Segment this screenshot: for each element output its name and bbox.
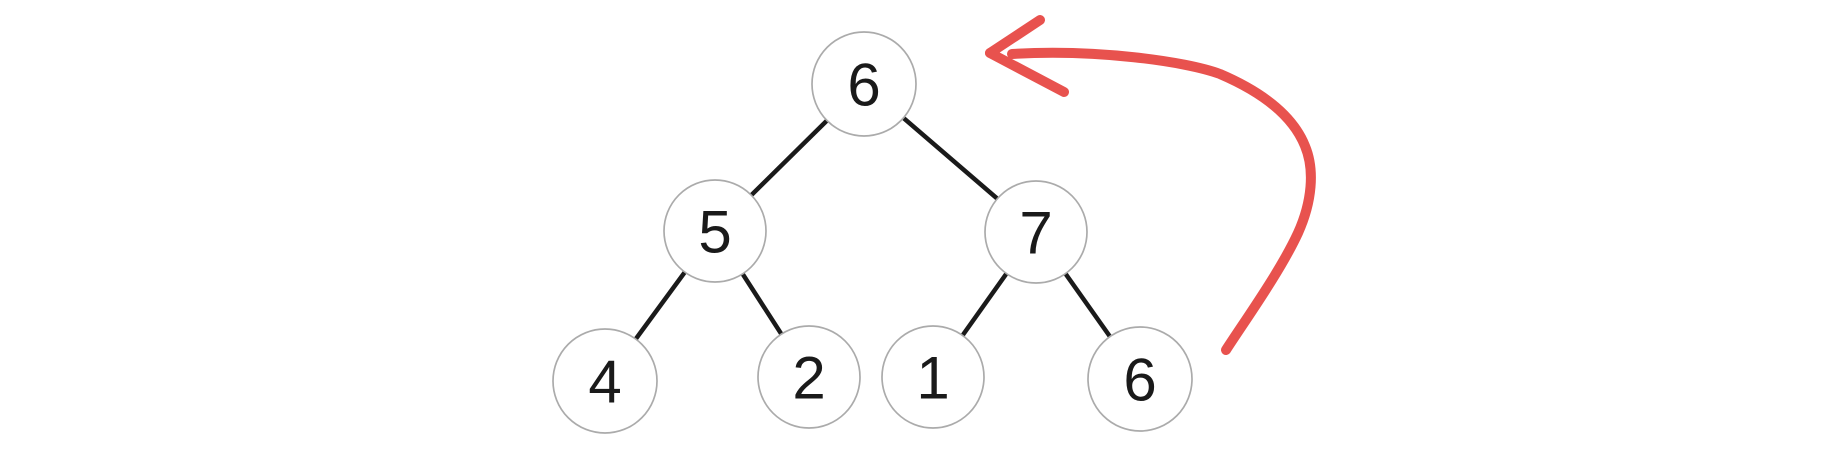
tree-node-circle: [811, 31, 917, 137]
tree-node-ll: 4: [552, 328, 658, 434]
tree-node-label: 2: [792, 345, 825, 412]
tree-node-label: 4: [588, 349, 621, 416]
tree-node-rr: 6: [1087, 326, 1193, 432]
tree-node-label: 5: [698, 199, 731, 266]
tree-node-circle: [881, 325, 985, 429]
tree-node-circle: [552, 328, 658, 434]
tree-node-circle: [1087, 326, 1193, 432]
tree-node-rl: 1: [881, 325, 985, 429]
tree-node-lr: 2: [757, 325, 861, 429]
tree-node-label: 1: [916, 345, 949, 412]
tree-node-label: 6: [1123, 347, 1156, 414]
tree-node-circle: [757, 325, 861, 429]
tree-node-circle: [663, 179, 767, 283]
tree-node-label: 6: [847, 52, 880, 119]
tree-node-r: 7: [984, 180, 1088, 284]
tree-node-l: 5: [663, 179, 767, 283]
annotation-arrow-head-barb: [985, 15, 1045, 58]
tree-node-root: 6: [811, 31, 917, 137]
tree-node-label: 7: [1019, 200, 1052, 267]
annotation-arrow-shaft: [1007, 47, 1316, 355]
annotation-arrow-head-barb: [985, 48, 1069, 97]
tree-node-circle: [984, 180, 1088, 284]
